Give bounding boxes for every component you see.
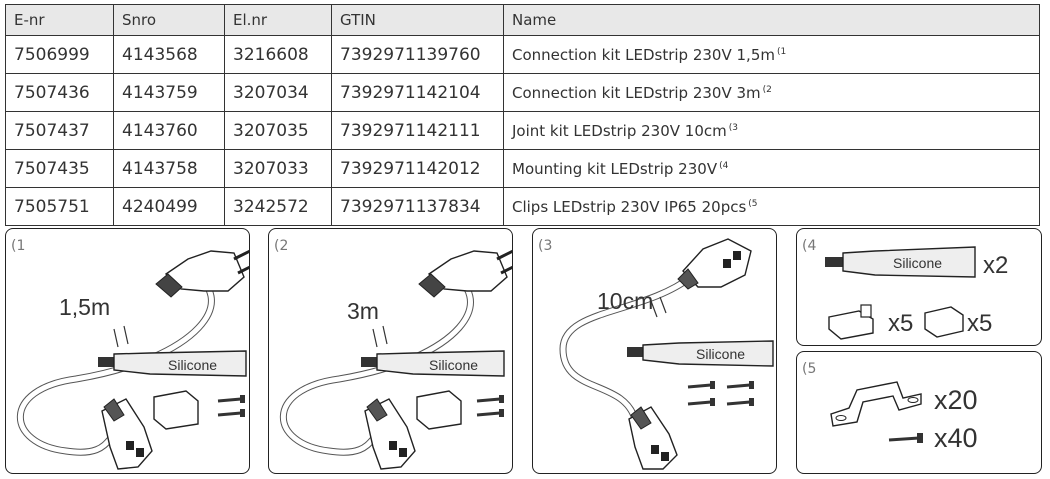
product-name: Connection kit LEDstrip 230V 3m (512, 83, 761, 102)
cell-enr: 7506999 (5, 35, 114, 74)
connection-kit-1-5m-illustration: Silicone 1,5m (16, 249, 249, 470)
product-name: Clips LEDstrip 230V IP65 20pcs (512, 197, 747, 216)
cell-gtin: 7392971142111 (331, 111, 504, 150)
product-name: Joint kit LEDstrip 230V 10cm (512, 121, 727, 140)
cell-gtin: 7392971139760 (331, 35, 504, 74)
cell-enr: 7507436 (5, 73, 114, 112)
cell-elnr: 3216608 (224, 35, 332, 74)
cell-elnr: 3207035 (224, 111, 332, 150)
cap-quantity: x5 (967, 310, 992, 337)
kit-panel-3: Silicone 10cm (3 (532, 228, 777, 474)
silicone-label: Silicone (696, 346, 745, 362)
connector-icon (364, 398, 416, 470)
product-name: Mounting kit LEDstrip 230V (512, 159, 718, 178)
silicone-label: Silicone (168, 357, 217, 373)
screw-icon (888, 433, 923, 443)
cell-elnr: 3207034 (224, 73, 332, 112)
end-cap-icon (416, 390, 462, 430)
col-header-name: Name (503, 4, 1040, 36)
tube-quantity: x2 (983, 252, 1008, 279)
cell-name: Connection kit LEDstrip 230V 3m(2 (503, 73, 1040, 112)
cell-elnr: 3242572 (224, 187, 332, 226)
panel-2-label: (2 (274, 238, 289, 254)
clip-icon (830, 381, 922, 427)
cell-gtin: 7392971137834 (331, 187, 504, 226)
silicone-tube-icon: Silicone (98, 350, 247, 377)
screw-quantity: x40 (934, 423, 978, 453)
joint-kit-illustration: Silicone 10cm (559, 238, 774, 470)
cell-enr: 7505751 (5, 187, 114, 226)
cell-enr: 7507435 (5, 149, 114, 188)
kit-panel-5: x20 x40 (5 (796, 351, 1042, 474)
end-cap-quantity: x5 (888, 310, 913, 337)
connector-bottom-icon (628, 406, 678, 470)
kit-panel-1: Silicone 1,5m (1 (5, 228, 250, 474)
panel-3-label: (3 (538, 238, 553, 254)
cell-name: Clips LEDstrip 230V IP65 20pcs(5 (503, 187, 1040, 226)
table-header-row: E-nr Snro El.nr GTIN Name (5, 4, 1040, 36)
panel-reference: (1 (776, 46, 787, 57)
cable-length-label: 3m (347, 298, 379, 324)
product-name: Connection kit LEDstrip 230V 1,5m (512, 45, 775, 64)
silicone-tube-icon: Silicone (361, 350, 505, 377)
cell-snro: 4143759 (113, 73, 225, 112)
panel-reference: (2 (762, 84, 772, 95)
cell-gtin: 7392971142012 (331, 149, 504, 188)
cell-name: Joint kit LEDstrip 230V 10cm(3 (503, 111, 1040, 150)
kit-panel-2: Silicone 3m (2 (268, 228, 513, 474)
cell-gtin: 7392971142104 (331, 73, 504, 112)
connection-kit-3m-illustration: Silicone 3m (279, 249, 512, 470)
cell-snro: 4143568 (113, 35, 225, 74)
plug-icon (418, 249, 512, 298)
mounting-kit-illustration: Silicone x2 x5 x5 (825, 246, 1008, 340)
cell-name: Mounting kit LEDstrip 230V(4 (503, 149, 1040, 188)
cable-length-label: 10cm (597, 288, 653, 314)
screws-icon (217, 395, 245, 417)
clip-quantity: x20 (934, 385, 978, 415)
silicone-label: Silicone (429, 357, 478, 373)
screws-icon (687, 381, 754, 406)
connector-icon (101, 398, 153, 470)
end-cap-icon (828, 304, 874, 340)
panel-1-label: (1 (11, 238, 26, 254)
cell-snro: 4240499 (113, 187, 225, 226)
cell-enr: 7507437 (5, 111, 114, 150)
plug-icon (155, 249, 249, 298)
end-cap-icon (153, 390, 199, 430)
cell-elnr: 3207033 (224, 149, 332, 188)
col-header-snro: Snro (113, 4, 225, 36)
col-header-elnr: El.nr (224, 4, 332, 36)
panel-4-label: (4 (802, 238, 817, 254)
panel-reference: (4 (719, 160, 729, 171)
clips-illustration: x20 x40 (830, 381, 978, 453)
col-header-enr: E-nr (5, 4, 114, 36)
silicone-label: Silicone (893, 255, 942, 271)
kit-panel-4: Silicone x2 x5 x5 (4 (796, 228, 1042, 346)
panel-5-label: (5 (802, 361, 817, 377)
panel-reference: (3 (728, 122, 738, 133)
screws-icon (476, 395, 504, 417)
cap-icon (924, 306, 964, 338)
panel-reference: (5 (748, 198, 758, 209)
silicone-tube-icon: Silicone (825, 246, 976, 278)
cable-length-label: 1,5m (59, 294, 110, 320)
cell-name: Connection kit LEDstrip 230V 1,5m(1 (503, 35, 1040, 74)
col-header-gtin: GTIN (331, 4, 504, 36)
silicone-tube-icon: Silicone (627, 340, 774, 367)
connector-top-icon (677, 238, 752, 290)
cell-snro: 4143760 (113, 111, 225, 150)
cell-snro: 4143758 (113, 149, 225, 188)
